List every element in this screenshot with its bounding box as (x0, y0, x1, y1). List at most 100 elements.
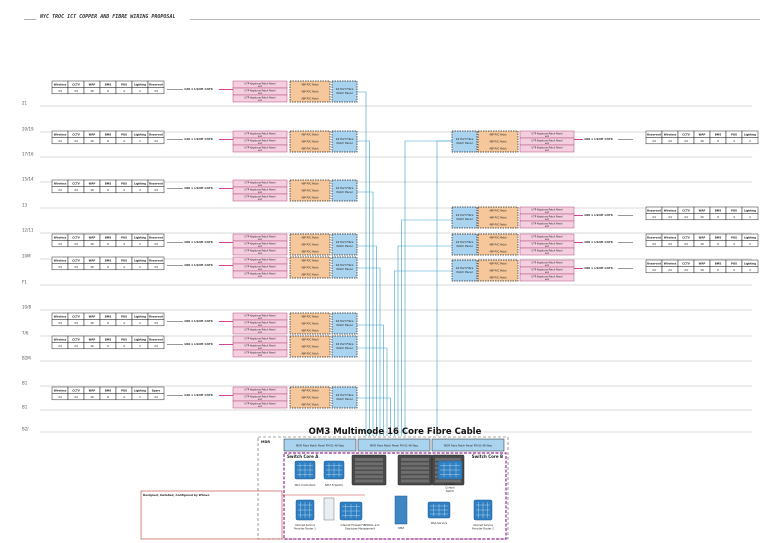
fibre-patch-block (289, 179, 331, 202)
floor-label: 12/11 (22, 228, 34, 233)
table-header-text: Wireless (54, 338, 67, 342)
table-header-text: Wireless (54, 133, 67, 137)
diagram-title: NYC TROC ICT COPPER AND FIBRE WIRING PRO… (40, 14, 176, 20)
copper-patch-panel (232, 94, 288, 103)
fibre-route-line (357, 191, 374, 436)
fibre-patch-label: 48P PVC Patch (301, 316, 319, 319)
table-header-text: Reserved (149, 83, 163, 87)
fibre-panel-label: 16 Port Fibre (456, 240, 474, 244)
fibre-patch-label: 48P PVC Patch (301, 141, 319, 144)
fibre-patch-label: 48P PVC Patch (489, 141, 507, 144)
table-header-text: CCTV (682, 236, 690, 240)
table-header-text: WAP (89, 83, 96, 87)
table-value-cell (147, 240, 165, 248)
table-value-text: 24 (58, 395, 62, 399)
table-value-text: 24 (74, 344, 78, 348)
table-value-text: 24 (74, 188, 78, 192)
fibre-panel-label: Patch Panel (336, 190, 352, 194)
mdr-fibre-panel (283, 438, 357, 452)
table-header-text: Wireless (54, 83, 67, 87)
table-header-text: CCTV (682, 262, 690, 266)
table-value-text: 4 (123, 344, 125, 348)
fibre-patch-block (289, 312, 331, 335)
table-header-text: BMS (105, 338, 112, 342)
table-header-text: CCTV (72, 389, 80, 393)
fibre-patch-label: 48P PVC Patch (489, 224, 507, 227)
switch-core-b-label: Switch Core B (472, 454, 503, 459)
chassis-line-card (355, 466, 383, 470)
table-value-text: 24 (652, 242, 656, 246)
copper-patch-panel (232, 144, 288, 153)
copper-panel-sub: 48P (258, 318, 263, 320)
fibre-panel-label: Patch Panel (336, 244, 352, 248)
table-header-text: CCTV (72, 182, 80, 186)
fibre-patch-label: 48P PVC Patch (301, 190, 319, 193)
table-value-cell (147, 319, 165, 327)
copper-cable-label: 100 x LSOH CAT6 (584, 213, 613, 217)
table-value-text: 4 (123, 188, 125, 192)
table-header-text: POS (121, 389, 127, 393)
chassis-line-card (435, 458, 461, 461)
fibre-panel (451, 130, 478, 153)
fibre-route-line (357, 267, 381, 436)
copper-panel-label: UTP Keystone Patch Panel (245, 139, 276, 142)
copper-panel-sub: 48P (258, 150, 263, 152)
table-value-text: 16 (700, 268, 704, 272)
table-value-text: 24 (684, 215, 688, 219)
table-value-cell (147, 263, 165, 271)
table-header-text: Wireless (54, 236, 67, 240)
table-value-text: 16 (90, 139, 94, 143)
floor-label: 10/8 (22, 305, 31, 310)
table-header-text: Wireless (54, 315, 67, 319)
table-value-text: 2 (749, 242, 751, 246)
fibre-patch-label: 48P PVC Patch (489, 244, 507, 247)
table-value-text: 6 (107, 139, 109, 143)
table-header-text: POS (121, 315, 127, 319)
dmz-server-icon (394, 495, 408, 525)
copper-panel-sub: 48P (545, 150, 550, 152)
copper-panel-sub: 48P (258, 325, 263, 327)
table-header-text: Lighting (134, 259, 146, 263)
table-header-text: Reserved (647, 236, 661, 240)
table-header-text: Reserved (149, 338, 163, 342)
copper-patch-panel (232, 193, 288, 202)
copper-panel-sub: 48P (545, 272, 550, 274)
table-header-text: Lighting (134, 83, 146, 87)
table-value-text: 6 (107, 242, 109, 246)
table-value-text: 24 (58, 265, 62, 269)
table-header-text: WAP (89, 182, 96, 186)
table-value-cell (147, 342, 165, 350)
table-value-text: 2 (139, 242, 141, 246)
table-header-text: WAP (699, 236, 706, 240)
copper-panel-label: UTP Keystone Patch Panel (532, 146, 563, 149)
copper-cable-label: 100 x LSOH CAT6 (184, 240, 213, 244)
fibre-patch-label: 48P PVC Patch (301, 323, 319, 326)
table-header-text: POS (121, 182, 127, 186)
fibre-panel-label: Patch Panel (456, 141, 472, 145)
copper-panel-sub: 48P (545, 253, 550, 255)
fibre-patch-label: 48P PVC Patch (301, 267, 319, 270)
firewall-label: Employee Management (345, 527, 375, 531)
isp2-label: Provider Router 2 (472, 527, 494, 531)
fibre-panel-label: Patch Panel (336, 346, 352, 350)
fibre-panel-label: 16 Port Fibre (336, 319, 354, 323)
fibre-panel-label: 16 Port Fibre (456, 213, 474, 217)
access-switch-label: Access (446, 482, 456, 486)
fibre-route-line (404, 140, 452, 436)
fibre-panel (331, 130, 358, 153)
copper-panel-label: UTP Keystone Patch Panel (532, 275, 563, 278)
copper-panel-sub: 48P (258, 355, 263, 357)
table-value-text: 24 (684, 139, 688, 143)
fibre-panel (331, 386, 358, 409)
table-value-cell (147, 393, 165, 401)
table-header-text: POS (731, 236, 737, 240)
table-value-text: 24 (652, 139, 656, 143)
table-value-text: 24 (74, 89, 78, 93)
fibre-panel (331, 233, 358, 256)
fibre-panel-label: 16 Port Fibre (336, 87, 354, 91)
copper-panel-label: UTP Keystone Patch Panel (245, 132, 276, 135)
fibre-panel-label: Patch Panel (456, 270, 472, 274)
table-value-text: 16 (700, 139, 704, 143)
copper-panel-sub: 48P (258, 406, 263, 408)
table-value-text: 24 (668, 215, 672, 219)
